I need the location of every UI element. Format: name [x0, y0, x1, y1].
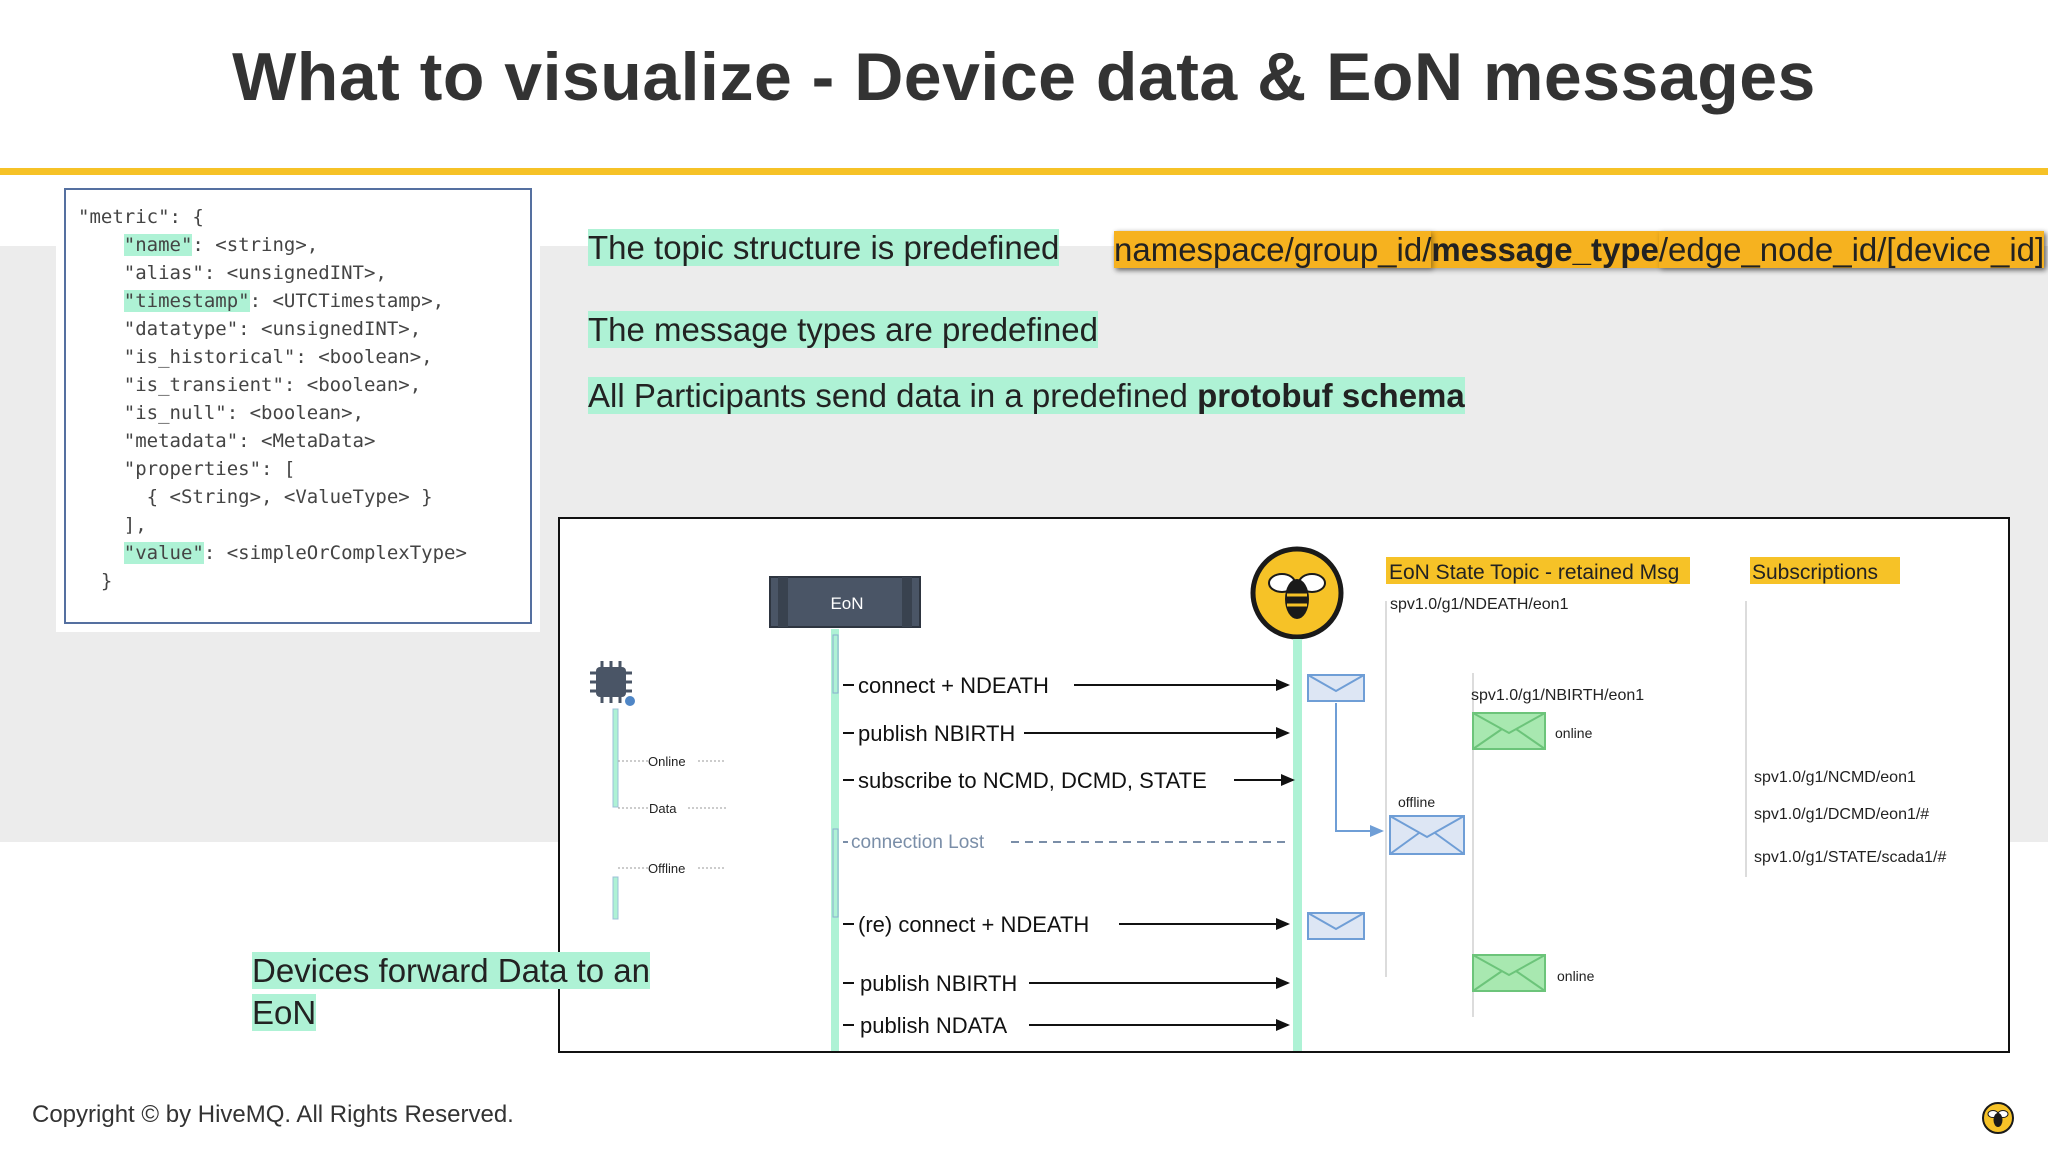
retained-route-arrow [1335, 703, 1384, 837]
message-types-note: The message types are predefined [588, 311, 1098, 349]
highlighted-key: "value" [123, 542, 204, 564]
topic-prefix: namespace/group_id/ [1114, 231, 1432, 268]
eon-node-box [769, 576, 921, 628]
hivemq-logo-icon [1982, 1102, 2014, 1134]
highlighted-key: "timestamp" [123, 290, 250, 312]
code-line: "metric": { [78, 206, 204, 228]
msg-publish-ndata: publish NDATA [860, 1013, 1007, 1038]
device-state-online: Online [648, 754, 686, 769]
devices-note-line1: Devices forward Data to an [252, 952, 651, 989]
code-line: "datatype": <unsignedINT>, [78, 318, 422, 340]
subscription-dcmd: spv1.0/g1/DCMD/eon1/# [1754, 806, 1929, 823]
device-state-offline: Offline [648, 861, 685, 876]
online-label-2: online [1557, 968, 1595, 984]
code-line: "is_transient": <boolean>, [78, 374, 422, 396]
devices-note-line2: EoN [252, 994, 317, 1031]
code-line: "properties": [ [78, 458, 296, 480]
subscriptions-header: Subscriptions [1752, 561, 1878, 584]
topic-pattern-text: namespace/group_id/message_type/edge_nod… [1114, 231, 2045, 268]
message-types-text: The message types are predefined [588, 311, 1098, 348]
code-line: "value": <simpleOrComplexType> [123, 542, 467, 564]
msg-connect-ndeath: connect + NDEATH [858, 673, 1049, 698]
metric-schema-code: "metric": { "name": <string>, "alias": <… [78, 203, 467, 595]
code-line: "alias": <unsignedINT>, [78, 262, 387, 284]
state-topic-header: EoN State Topic - retained Msg [1389, 561, 1679, 584]
devices-forward-note: Devices forward Data to an EoN [252, 950, 651, 1034]
highlighted-key: "name" [123, 234, 193, 256]
code-line: "name": <string>, [123, 234, 319, 256]
eon-node-label: EoN [830, 594, 863, 613]
online-label: online [1555, 725, 1593, 741]
code-line: "is_historical": <boolean>, [78, 346, 433, 368]
offline-label: offline [1398, 794, 1435, 810]
online-envelope-icon [1472, 712, 1546, 750]
code-line: "timestamp": <UTCTimestamp>, [123, 290, 445, 312]
topic-suffix: /edge_node_id/[device_id] [1658, 231, 2045, 268]
msg-publish-nbirth: publish NBIRTH [858, 721, 1015, 746]
nbirth-topic: spv1.0/g1/NBIRTH/eon1 [1471, 687, 1644, 704]
offline-envelope-icon [1389, 815, 1465, 855]
participants-bold: protobuf schema [1197, 377, 1465, 414]
code-line: ], [78, 514, 147, 536]
slide-title: What to visualize - Device data & EoN me… [232, 39, 1816, 115]
device-chip-icon [590, 661, 637, 708]
msg-connection-lost: connection Lost [851, 832, 985, 853]
participants-prefix: All Participants send data in a predefin… [588, 377, 1198, 414]
sequence-diagram: Online Data Offline EoN connect + NDEATH… [590, 546, 1947, 1051]
copyright-text: Copyright © by HiveMQ. All Rights Reserv… [32, 1101, 514, 1128]
code-line: "metadata": <MetaData> [78, 430, 376, 452]
hivemq-broker-icon [1250, 546, 1344, 640]
subscription-ncmd: spv1.0/g1/NCMD/eon1 [1754, 769, 1916, 786]
msg-reconnect-ndeath: (re) connect + NDEATH [858, 912, 1089, 937]
participants-text: All Participants send data in a predefin… [588, 377, 1465, 414]
title-accent-rule [0, 168, 2048, 175]
topic-message-type: message_type [1431, 231, 1659, 268]
msg-publish-nbirth-2: publish NBIRTH [860, 971, 1017, 996]
code-line: } [78, 570, 113, 592]
topic-structure-text: The topic structure is predefined [588, 229, 1060, 266]
topic-structure-note: The topic structure is predefined [588, 229, 1060, 267]
envelope-icon [1307, 912, 1365, 940]
subscription-state: spv1.0/g1/STATE/scada1/# [1754, 849, 1947, 866]
topic-pattern: namespace/group_id/message_type/edge_nod… [1114, 229, 2045, 271]
participants-note: All Participants send data in a predefin… [588, 377, 1465, 415]
msg-subscribe: subscribe to NCMD, DCMD, STATE [858, 768, 1207, 793]
code-line: "is_null": <boolean>, [78, 402, 364, 424]
code-line: { <String>, <ValueType> } [78, 486, 433, 508]
envelope-icon [1307, 674, 1365, 702]
device-state-data: Data [649, 801, 677, 816]
online-envelope-icon [1472, 954, 1546, 992]
ndeath-topic: spv1.0/g1/NDEATH/eon1 [1390, 596, 1569, 613]
